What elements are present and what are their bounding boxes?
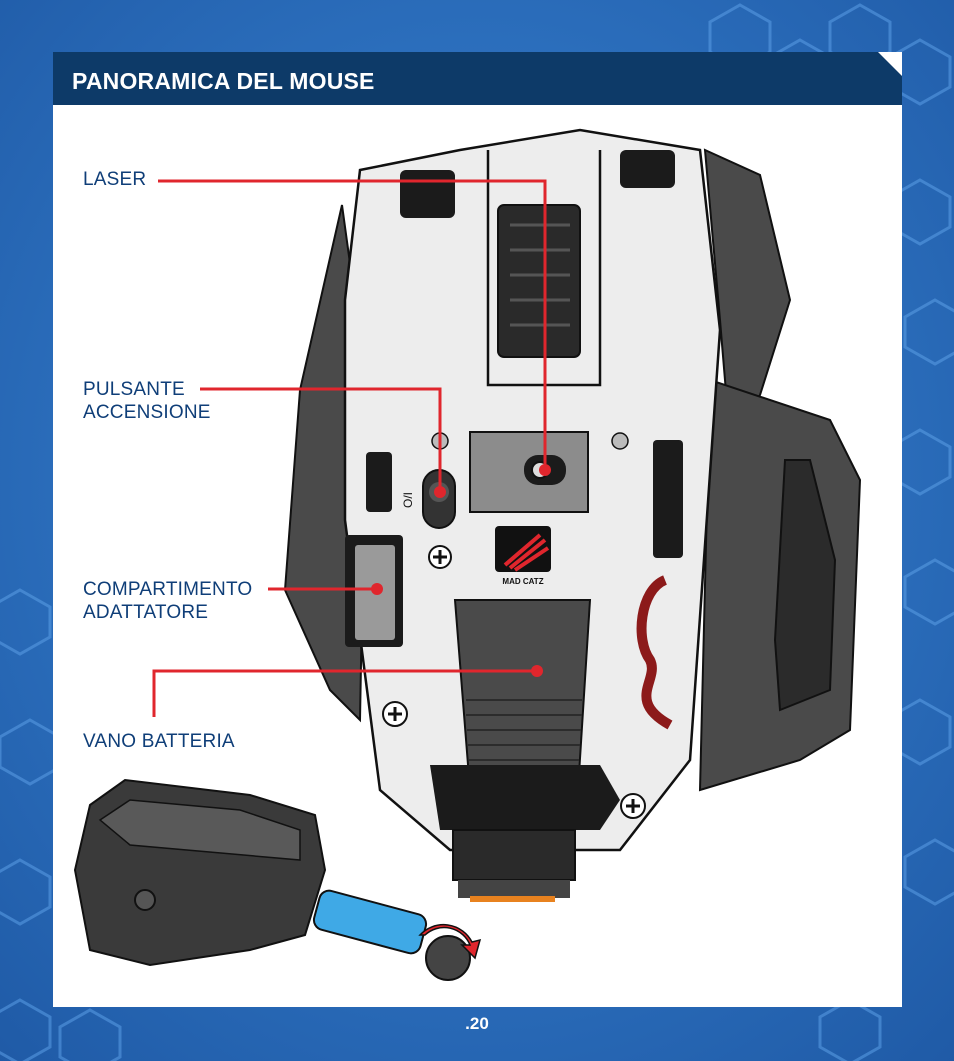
- screw-icon-left: [382, 701, 408, 727]
- red-cable: [636, 575, 673, 730]
- header-bar: [53, 52, 902, 105]
- battery-compartment: [453, 599, 592, 791]
- mouse-foot-left: [400, 170, 455, 218]
- logo-text: MAD CATZ: [502, 577, 543, 586]
- adapter-compartment-label: COMPARTIMENTO ADATTATORE: [83, 578, 252, 624]
- screw-icon-right: [620, 793, 646, 819]
- adapter-label-line2: ADATTATORE: [83, 602, 209, 623]
- scroll-wheel: [497, 204, 581, 358]
- callout-lines: [152, 179, 547, 717]
- battery-compartment-label: VANO BATTERIA: [83, 731, 235, 752]
- switch-label: O/I: [401, 492, 415, 508]
- rotate-arrow-icon: [418, 923, 482, 960]
- laser-window: [469, 431, 589, 513]
- power-button-label: PULSANTE ACCENSIONE: [83, 378, 211, 424]
- screw-icon-top: [428, 545, 452, 569]
- laser-label: LASER: [83, 169, 147, 190]
- power-button-label-line1: PULSANTE: [83, 379, 185, 400]
- power-button-label-line2: ACCENSIONE: [83, 402, 211, 423]
- mouse-right-wing-grip: [773, 459, 837, 712]
- bottom-tuning-wheel: [452, 829, 576, 881]
- adapter-label-line1: COMPARTIMENTO: [83, 579, 253, 600]
- battery-cap: [425, 935, 471, 981]
- mouse-foot-right: [620, 150, 675, 188]
- battery-illustration: [312, 889, 428, 955]
- page-number: .20: [465, 1014, 489, 1033]
- page-title: PANORAMICA DEL MOUSE: [72, 68, 375, 94]
- small-mouse-illustration: [73, 778, 482, 981]
